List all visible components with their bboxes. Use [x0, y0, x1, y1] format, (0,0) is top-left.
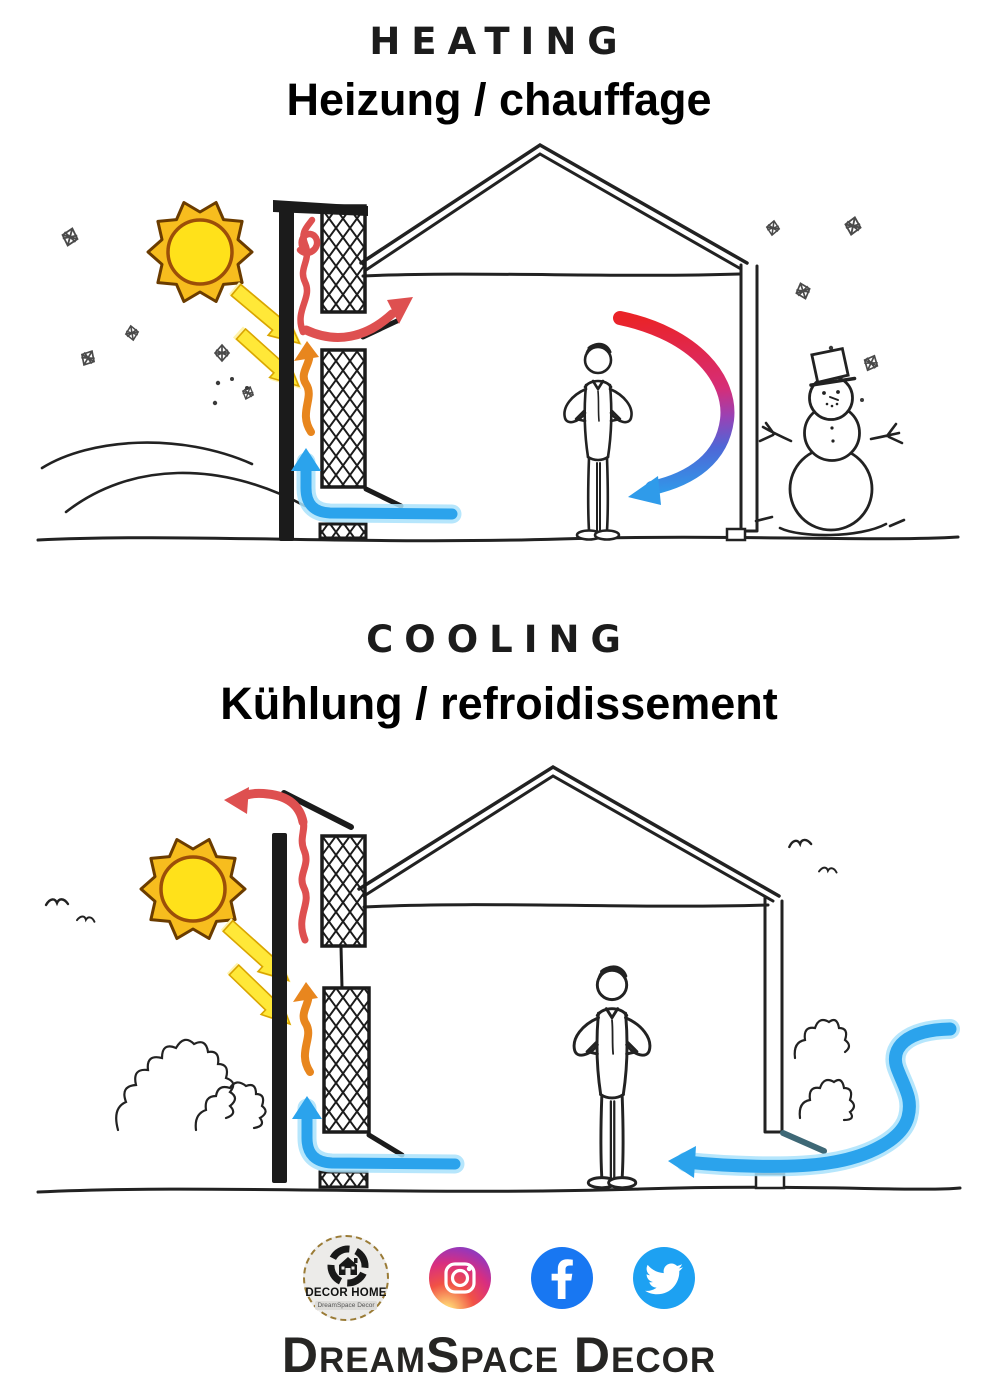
insulation-panel-top — [320, 204, 367, 314]
decor-home-sublabel: DreamSpace Decor — [315, 1301, 377, 1310]
hot-air-arrow — [296, 216, 413, 342]
heating-diagram — [36, 142, 960, 543]
brand-text: DreamSpace Decor — [281, 1327, 717, 1383]
glass-pane — [279, 203, 294, 541]
decor-home-logo[interactable]: DECOR HOME DreamSpace Decor — [303, 1235, 389, 1321]
heating-subtitle: Heizung / chauffage — [286, 74, 712, 125]
sun-beams — [224, 276, 312, 400]
panel-rod — [339, 945, 344, 989]
cooling-diagram — [36, 764, 962, 1194]
floor-block — [318, 522, 368, 540]
warm-air-arrow — [294, 341, 319, 436]
bushes — [115, 1018, 856, 1132]
insulation-panel-bottom — [320, 348, 367, 489]
heating-title: HEATING — [369, 20, 629, 63]
cooling-title: COOLING — [366, 618, 632, 661]
top-vent-flap-open — [281, 790, 354, 830]
lower-vent-flap — [366, 1132, 405, 1158]
twitter-icon[interactable] — [633, 1247, 695, 1309]
trombe-wall — [273, 200, 404, 541]
trombe-wall — [272, 790, 405, 1189]
glass-pane — [272, 833, 287, 1183]
cool-air-intake-arrow — [292, 1096, 465, 1174]
cooling-subtitle: Kühlung / refroidissement — [220, 678, 778, 729]
person-figure — [562, 342, 634, 541]
warm-air-arrow — [293, 982, 318, 1076]
insulation-panel-bottom — [322, 986, 371, 1134]
floor-block — [318, 1170, 369, 1189]
ground-line — [36, 535, 960, 543]
instagram-icon[interactable] — [429, 1247, 491, 1309]
facebook-icon[interactable] — [531, 1247, 593, 1309]
social-row: DECOR HOME DreamSpace Decor — [0, 1233, 998, 1323]
outside-air-arrow — [668, 1019, 960, 1178]
house-outline — [359, 142, 759, 542]
lower-vent-flap — [363, 486, 404, 509]
sun-beams — [216, 913, 302, 1036]
wall-vent-flap-open — [780, 1130, 827, 1154]
snowman-figure — [754, 346, 906, 537]
snow-hills — [40, 441, 307, 514]
circulation-arrow — [613, 311, 735, 505]
insulation-panel-top — [320, 834, 367, 948]
hot-air-exhaust-arrow — [224, 787, 310, 944]
ground-line — [36, 1185, 962, 1194]
house-outline — [357, 764, 786, 1190]
person-figure — [572, 965, 652, 1190]
decor-home-logo-mark — [327, 1245, 369, 1287]
cool-air-intake-arrow — [291, 448, 462, 524]
decor-home-label: DECOR HOME — [305, 1287, 387, 1299]
